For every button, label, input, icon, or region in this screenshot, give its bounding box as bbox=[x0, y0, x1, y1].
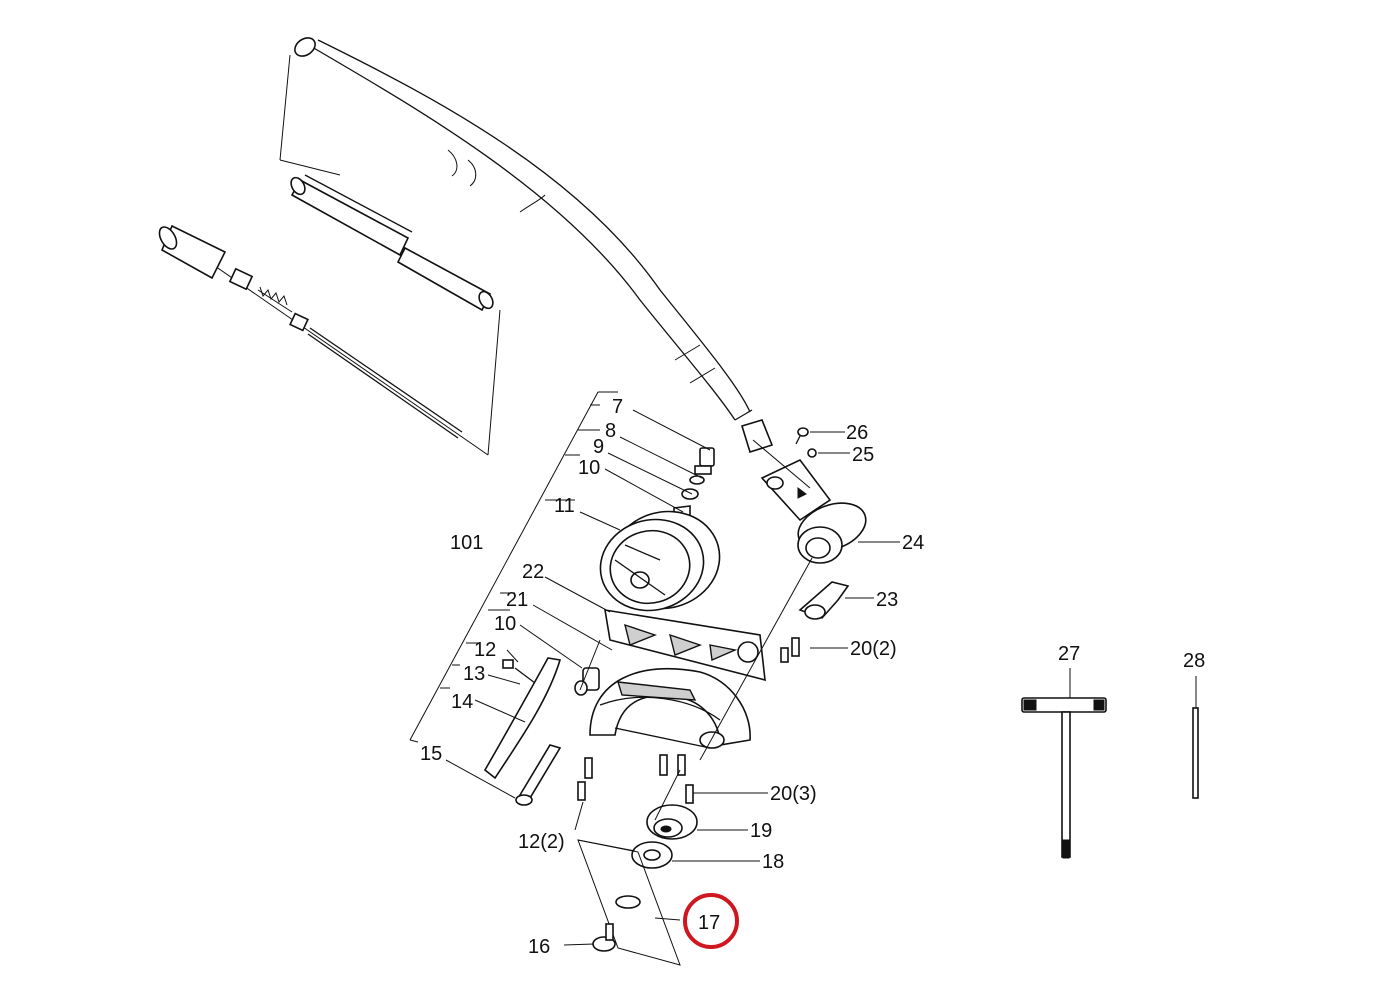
label-26: 26 bbox=[846, 422, 868, 444]
label-16: 16 bbox=[528, 936, 550, 958]
washer-18 bbox=[631, 841, 673, 869]
label-17: 17 bbox=[698, 912, 720, 934]
clamp-23 bbox=[798, 581, 850, 620]
leader-frame-lines bbox=[409, 391, 900, 946]
drive-shaft-assembly bbox=[158, 224, 463, 439]
gearhead-24 bbox=[740, 419, 867, 564]
screws-12-2 bbox=[577, 757, 593, 801]
label-25: 25 bbox=[852, 444, 874, 466]
label-9: 9 bbox=[593, 436, 604, 458]
label-11: 11 bbox=[554, 495, 575, 517]
label-10-top: 10 bbox=[578, 457, 600, 479]
bolt-16 bbox=[592, 923, 616, 952]
highlight-ring-17 bbox=[683, 893, 739, 949]
label-12-2: 12(2) bbox=[518, 831, 565, 853]
label-10-mid: 10 bbox=[494, 613, 516, 635]
label-18: 18 bbox=[762, 851, 784, 873]
label-27: 27 bbox=[1058, 643, 1080, 665]
label-22: 22 bbox=[522, 561, 544, 583]
label-13: 13 bbox=[463, 663, 485, 685]
label-8: 8 bbox=[605, 420, 616, 442]
label-12: 12 bbox=[474, 639, 496, 661]
label-28: 28 bbox=[1183, 650, 1205, 672]
label-21: 21 bbox=[506, 589, 528, 611]
screws-20-2 bbox=[780, 637, 800, 663]
flange-19 bbox=[646, 804, 698, 840]
guard-housing-21 bbox=[589, 667, 751, 746]
bracket-22 bbox=[604, 609, 766, 682]
guard-14 bbox=[483, 657, 562, 780]
label-15: 15 bbox=[420, 743, 442, 765]
bolt-15 bbox=[515, 744, 562, 806]
label-19: 19 bbox=[750, 820, 772, 842]
label-101: 101 bbox=[450, 532, 483, 554]
screws-20-3 bbox=[614, 727, 725, 804]
wheel-11 bbox=[599, 510, 721, 612]
pin-28 bbox=[1192, 676, 1199, 799]
label-24: 24 bbox=[902, 532, 924, 554]
shaft-tube bbox=[294, 37, 753, 421]
label-20-3: 20(3) bbox=[770, 783, 817, 805]
label-14: 14 bbox=[451, 691, 473, 713]
label-23: 23 bbox=[876, 589, 898, 611]
label-20-2: 20(2) bbox=[850, 638, 897, 660]
callout-labels: 7 8 9 10 11 101 22 21 10 12 13 14 15 12(… bbox=[420, 396, 1205, 958]
screw-12-13 bbox=[502, 659, 536, 684]
label-7: 7 bbox=[612, 396, 623, 418]
t-wrench-27 bbox=[1021, 668, 1107, 859]
inner-drive-tube bbox=[290, 174, 494, 312]
screws-25-26 bbox=[795, 427, 817, 458]
